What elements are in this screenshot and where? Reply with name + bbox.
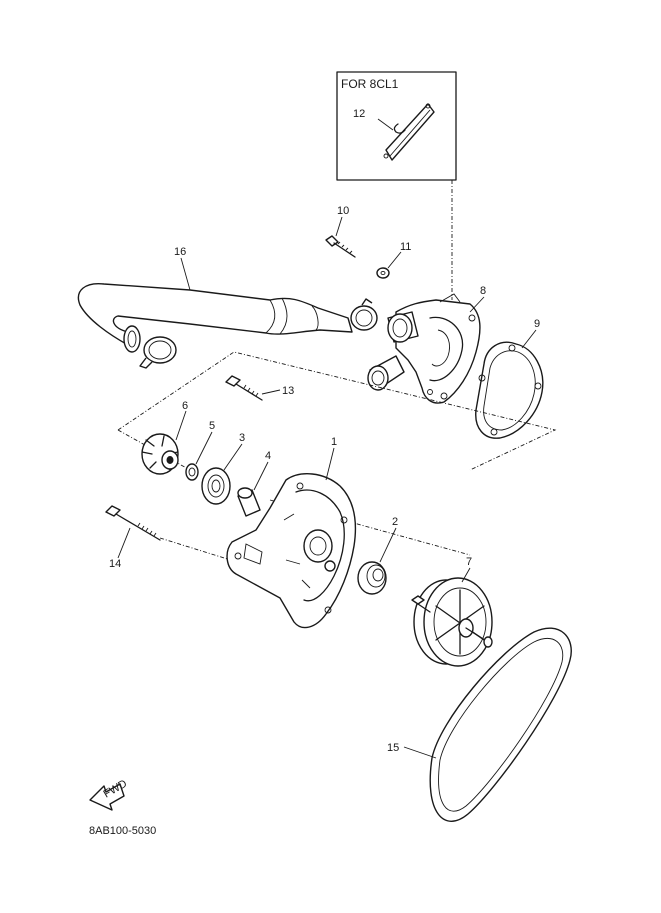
part-11-washer: [376, 267, 390, 279]
callout-4: 4: [265, 450, 271, 462]
part-4-bushing: [237, 487, 261, 517]
inset-title: FOR 8CL1: [341, 77, 399, 91]
part-2-bearing: [357, 561, 387, 595]
callout-6: 6: [182, 400, 188, 412]
callout-5: 5: [209, 420, 215, 432]
leader-2: [379, 527, 397, 563]
leader-10: [335, 216, 343, 237]
leader-1: [325, 447, 335, 481]
callout-11: 11: [400, 241, 411, 253]
leader-11: [387, 251, 402, 269]
callout-1: 1: [331, 436, 337, 448]
callout-9: 9: [534, 318, 540, 330]
leader-14: [117, 527, 131, 559]
callout-14: 14: [109, 558, 121, 570]
leader-6: [175, 410, 187, 441]
part-3-mechanical-seal: [201, 467, 231, 505]
diagram-code: 8AB100-5030: [89, 825, 156, 837]
part-9-gasket: [475, 341, 544, 439]
callout-2: 2: [392, 516, 398, 528]
leader-15: [403, 746, 437, 759]
leader-4: [253, 461, 269, 491]
part-16-hose: [77, 283, 353, 353]
callout-3: 3: [239, 432, 245, 444]
leader-16: [180, 257, 191, 291]
callout-15: 15: [387, 742, 399, 754]
part-14-bolt: [105, 505, 161, 541]
leader-13: [261, 389, 281, 395]
callout-13: 13: [282, 385, 294, 397]
part-12-cover: [383, 103, 435, 161]
callout-8: 8: [480, 285, 486, 297]
part-8-pump-cover: [367, 293, 481, 404]
part-7-pulley: [411, 577, 493, 667]
part-1-pump-housing: [226, 473, 357, 629]
leader-3: [223, 443, 243, 471]
part-5-seal-ring: [185, 463, 199, 481]
part-15-belt: [429, 627, 572, 822]
part-13-bolt: [225, 375, 263, 401]
callout-7: 7: [466, 556, 472, 568]
part-10-bolt: [325, 235, 356, 258]
callout-12: 12: [353, 108, 365, 120]
fwd-arrow-icon: FWD: [89, 778, 129, 811]
leader-8: [469, 296, 485, 313]
hose-clamp-right: [350, 298, 378, 331]
inset-box: FOR 8CL1 12: [336, 71, 457, 181]
assembly-guide-frame: [117, 351, 557, 577]
leader-7: [461, 567, 471, 583]
leader-9: [521, 329, 537, 349]
leader-12: [377, 118, 394, 131]
callout-16: 16: [174, 246, 186, 258]
leader-5: [195, 431, 213, 465]
hose-clamp-left: [139, 336, 177, 369]
part-6-impeller: [141, 433, 179, 475]
callout-10: 10: [337, 205, 349, 217]
